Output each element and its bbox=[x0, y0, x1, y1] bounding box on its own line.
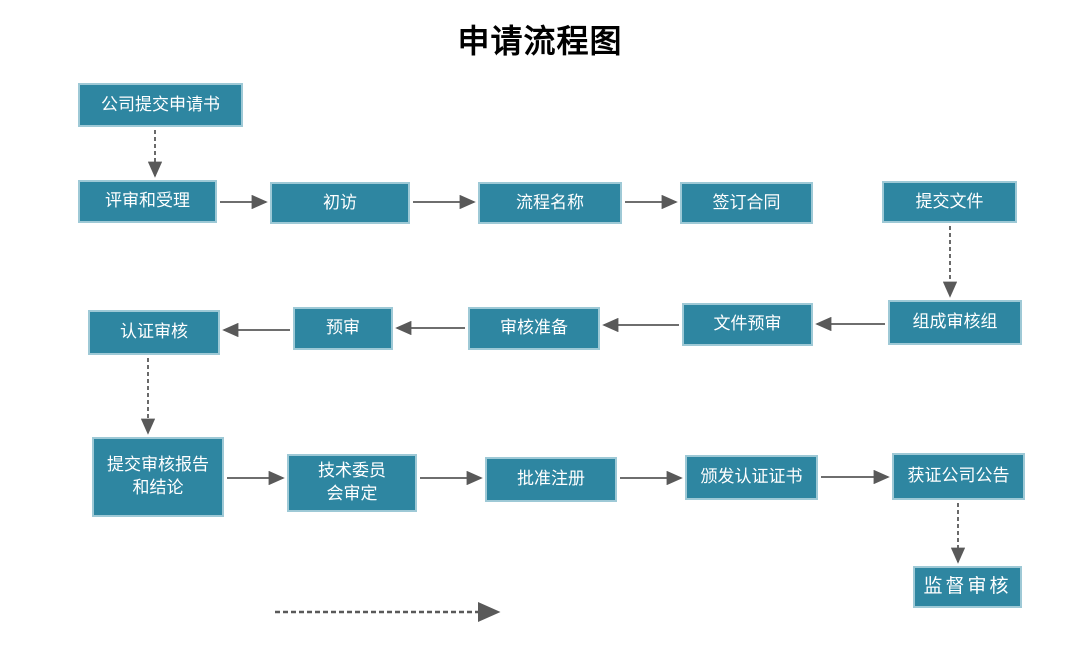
flow-node-technical-committee: 技术委员 会审定 bbox=[287, 454, 417, 512]
flow-node-preaudit: 预审 bbox=[293, 307, 393, 350]
flow-node-sign-contract: 签订合同 bbox=[680, 182, 813, 224]
flow-node-issue-certificate: 颁发认证证书 bbox=[685, 455, 818, 500]
flow-node-supervision-audit: 监督审核 bbox=[913, 566, 1022, 608]
flow-node-approve-registration: 批准注册 bbox=[485, 457, 617, 502]
flow-node-submit-audit-report: 提交审核报告 和结论 bbox=[92, 437, 224, 517]
flow-node-submit-documents: 提交文件 bbox=[882, 181, 1017, 223]
flow-node-company-application: 公司提交申请书 bbox=[78, 83, 243, 127]
flow-node-process-name: 流程名称 bbox=[478, 182, 622, 224]
flow-node-certified-company-announcement: 获证公司公告 bbox=[892, 453, 1025, 500]
diagram-title: 申请流程图 bbox=[457, 23, 623, 59]
flow-node-initial-visit: 初访 bbox=[270, 182, 410, 224]
flow-node-audit-preparation: 审核准备 bbox=[468, 307, 600, 350]
flow-node-document-preaudit: 文件预审 bbox=[682, 303, 813, 346]
flow-node-form-audit-team: 组成审核组 bbox=[888, 300, 1022, 345]
flow-node-review-acceptance: 评审和受理 bbox=[78, 180, 217, 223]
flow-node-certification-audit: 认证审核 bbox=[88, 310, 220, 355]
